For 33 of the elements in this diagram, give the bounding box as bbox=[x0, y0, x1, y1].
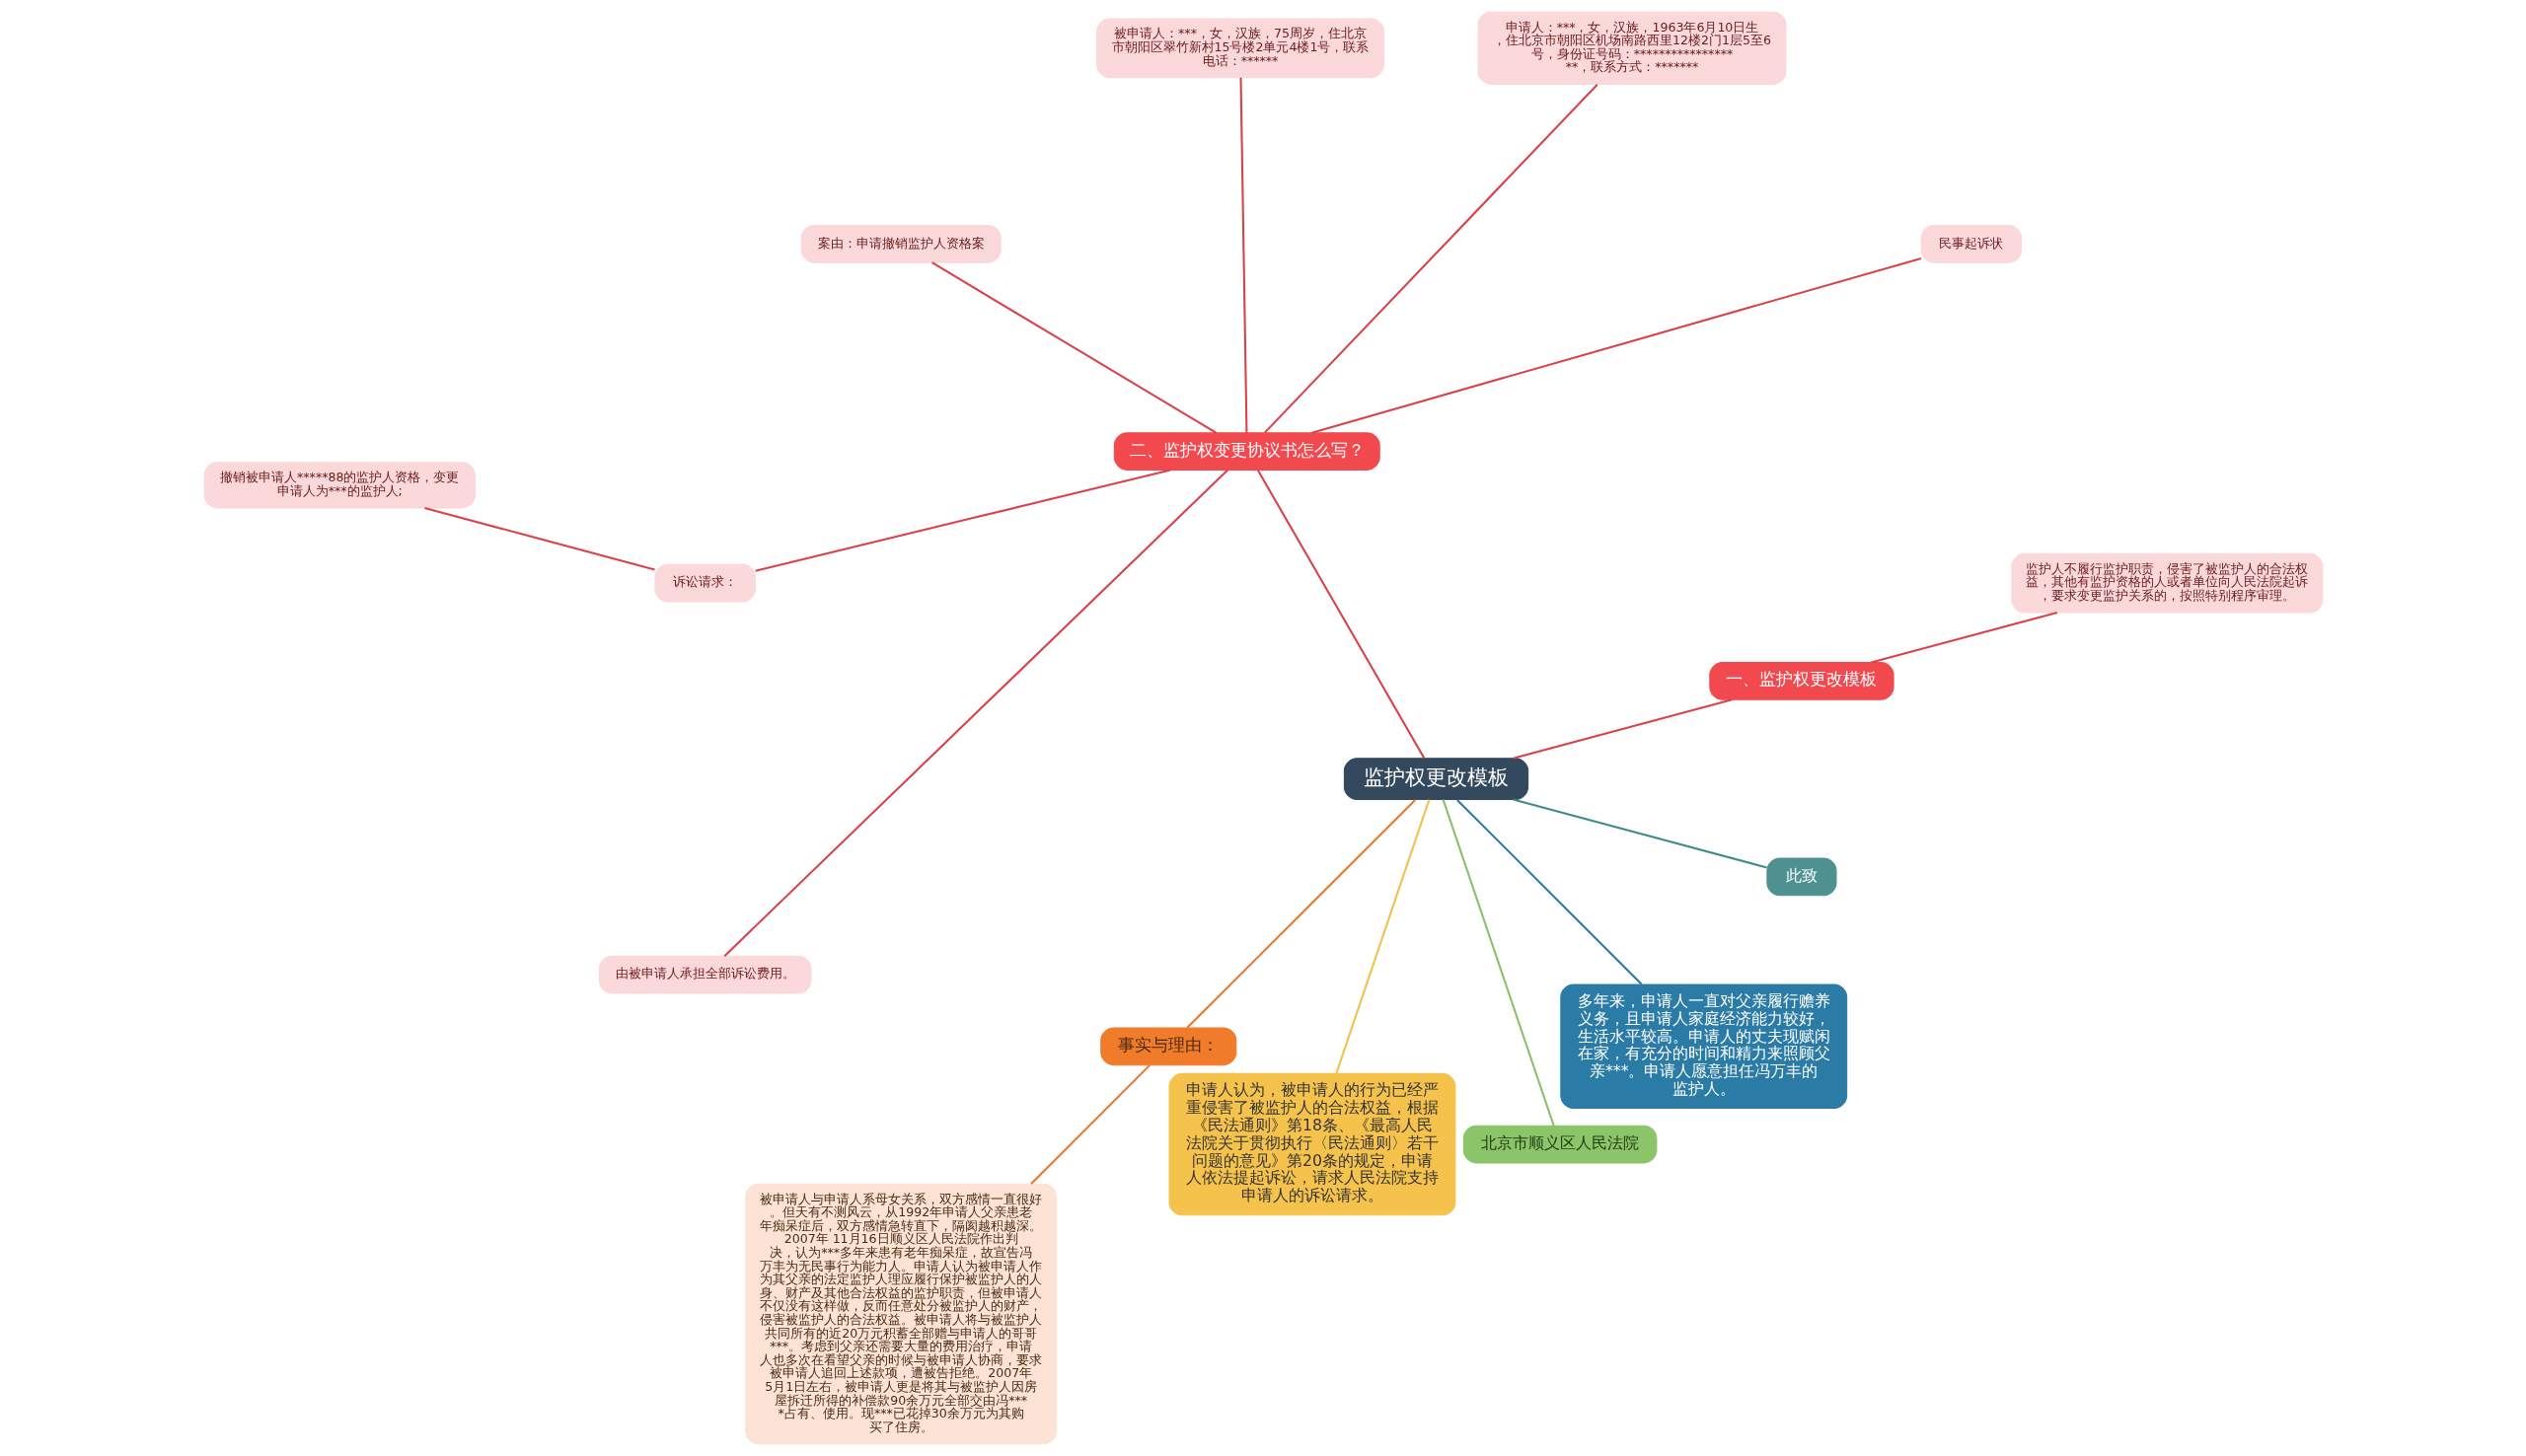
node-box: 被申请人与申请人系母女关系，双方感情一直很好。但天有不测风云，从1992年申请人父亲患老年痴呆症后，双方感情急转直下，隔阂越积越深。2007年 11月16日顺义区人民法院作出判决，认为***多年来患有老年痴呆症，故宣告冯万丰为无民事行为能力人。申请人认为被申请人作为其父亲的法定监护人理应履行保护被监护人的人身、财产及其他合法权益的监护职责，但被申请人不仅没有这样做，反而任意处分被监护人的财产，侵害被监护人的合法权益。被申请人将与被监护人共同所有的近20万元积蓄全部赠与申请人的哥哥***。考虑到父亲还需要大量的费用治疗，申请人也多次在看望父亲的时候与被申请人协商，要求被申请人追回上述款项，遭被告拒绝。2007年5月1日左右，被申请人更是将其与被监护人因房屋拆迁所得的补偿款90余万元全部交由冯****占有、使用。现***已花掉30余万元为其购买了住房。 bbox=[744, 1183, 1057, 1445]
node-box: 监护人不履行监护职责，侵害了被监护人的合法权益，其他有监护资格的人或者单位向人民法院起诉，要求变更监护关系的，按照特别程序审理。 bbox=[2010, 552, 2323, 614]
node-box: 二、监护权变更协议书怎么写？ bbox=[1113, 432, 1380, 471]
connector bbox=[1263, 83, 1598, 434]
node-box: 多年来，申请人一直对父亲履行赡养义务，且申请人家庭经济能力较好，生活水平较高。申请人的丈夫现赋闲在家，有充分的时间和精力来照顾父亲***。申请人愿意担任冯万丰的监护人。 bbox=[1559, 983, 1847, 1110]
node-box: 民事起诉状 bbox=[1920, 224, 2022, 263]
node-box: 北京市顺义区人民法院 bbox=[1462, 1125, 1657, 1164]
connector bbox=[1455, 799, 1642, 985]
connector bbox=[423, 506, 655, 571]
connector bbox=[1334, 799, 1430, 1074]
node-box: 申请人认为，被申请人的行为已经严重侵害了被监护人的合法权益，根据《民法通则》第18条、《最高人民法院关于贯彻执行〈民法通则〉若干问题的意见》第20条的规定，申请人依法提起诉讼，请求人民法院支持申请人的诉讼请求。 bbox=[1168, 1072, 1455, 1216]
connector bbox=[1256, 470, 1425, 759]
connector bbox=[1186, 799, 1416, 1029]
node-box: 事实与理由： bbox=[1099, 1027, 1236, 1066]
connector bbox=[723, 469, 1228, 957]
node-box: 被申请人：***，女，汉族，75周岁，住北京市朝阳区翠竹新村15号楼2单元4楼1号，联系电话：****** bbox=[1095, 18, 1384, 79]
node-box: 一、监护权更改模板 bbox=[1708, 662, 1894, 700]
connector bbox=[1029, 1064, 1151, 1185]
connector bbox=[1512, 698, 1733, 760]
connector bbox=[930, 261, 1217, 434]
connector bbox=[1442, 799, 1555, 1127]
connector bbox=[1238, 77, 1247, 433]
node-box: 此致 bbox=[1765, 857, 1836, 897]
connector bbox=[754, 469, 1170, 572]
node-box: 诉讼请求： bbox=[653, 563, 756, 603]
connector bbox=[1310, 256, 1921, 434]
connector bbox=[1870, 612, 2057, 664]
node-box: 案由：申请撤销监护人资格案 bbox=[800, 224, 1002, 263]
node-box: 申请人：***，女，汉族，1963年6月10日生，住北京市朝阳区机场南路西里12楼2门1层5至6号，身份证号码：******************，联系方式：******* bbox=[1477, 11, 1786, 85]
connector bbox=[1512, 798, 1767, 869]
node-box: 撤销被申请人*****88的监护人资格，变更申请人为***的监护人; bbox=[203, 462, 476, 509]
node-box: 由被申请人承担全部诉讼费用。 bbox=[598, 955, 811, 994]
node-box: 监护权更改模板 bbox=[1343, 758, 1528, 801]
